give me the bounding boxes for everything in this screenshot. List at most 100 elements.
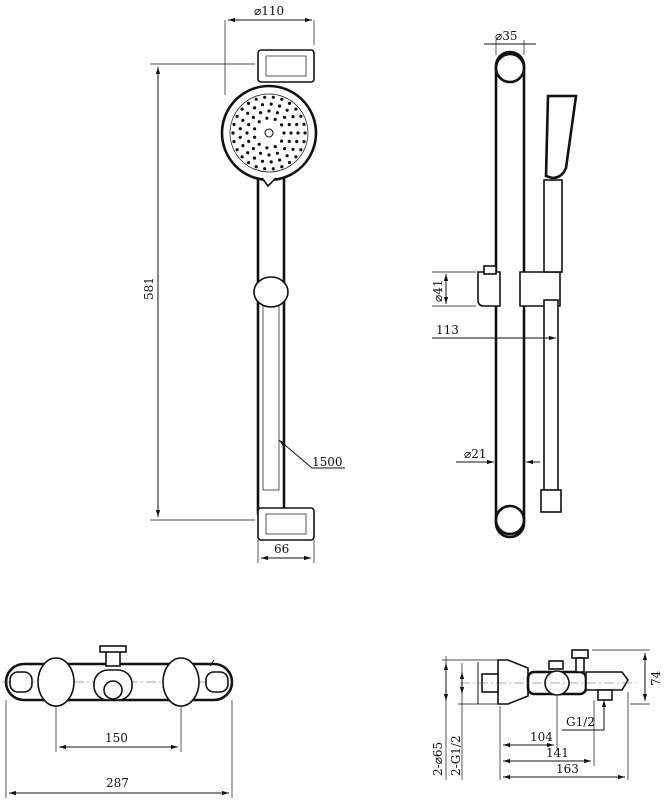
nozzle-dot <box>287 139 291 143</box>
nozzle-dot <box>271 167 275 171</box>
nozzle-dot <box>280 97 284 101</box>
nozzle-dot <box>232 140 236 144</box>
nozzle-dot <box>231 131 235 135</box>
nozzle-dot <box>294 107 298 111</box>
nozzle-dot <box>267 153 271 157</box>
nozzle-dot <box>291 115 295 119</box>
nozzle-dot <box>235 148 239 152</box>
bottom-wall-bracket <box>257 507 315 541</box>
dim-slider-offset: 113 <box>432 323 556 341</box>
nozzle-dot <box>287 101 292 105</box>
nozzle-dot <box>240 155 244 159</box>
mixer-width-label: 287 <box>106 776 129 790</box>
dim-bracket-depth: 66 <box>257 540 315 563</box>
nozzle-dot <box>299 148 303 152</box>
dim-outlet: G1/2 104 141 163 <box>499 692 629 780</box>
nozzle-dot <box>260 159 265 163</box>
nozzle-dot <box>257 120 261 124</box>
inlet-thread-label: 2-G1/2 <box>449 735 463 776</box>
dim-inlet: 2-⌀65 2-G1/2 <box>431 656 500 780</box>
top-wall-bracket <box>257 49 315 83</box>
nozzle-dot <box>275 111 279 115</box>
shower-head <box>220 84 318 188</box>
mixer-front-view <box>2 645 236 707</box>
nozzle-dot <box>267 109 271 113</box>
rail-diameter-label: ⌀35 <box>495 29 518 43</box>
outlet-104-label: 104 <box>530 730 553 744</box>
nozzle-dot <box>275 151 279 155</box>
nozzle-dot <box>303 131 307 135</box>
nozzle-dot <box>263 95 267 99</box>
nozzle-dot <box>246 111 250 115</box>
front-rail <box>256 168 286 522</box>
slider-offset-label: 113 <box>436 323 459 337</box>
nozzle-dot <box>273 117 277 121</box>
slider-diameter-label: ⌀41 <box>431 280 445 303</box>
nozzle-dot <box>278 104 282 108</box>
nozzle-dot <box>280 139 284 143</box>
side-view-shower-set <box>477 50 578 539</box>
nozzle-dot <box>247 139 251 143</box>
nozzle-dot <box>269 102 273 106</box>
nozzle-dot <box>265 146 269 150</box>
nozzle-dot <box>296 131 300 135</box>
dim-rail-diameter: ⌀35 <box>484 29 536 55</box>
nozzle-dot <box>283 147 287 151</box>
dim-head-diameter: ⌀110 <box>224 4 315 95</box>
nozzle-dot <box>246 101 251 105</box>
bracket-depth-label: 66 <box>274 542 289 556</box>
nozzle-dot <box>235 114 239 118</box>
dim-bar-height: 581 <box>142 63 255 521</box>
outlet-141-label: 141 <box>546 746 569 760</box>
dim-pipe-diameter: ⌀21 <box>456 447 540 465</box>
head-diameter-label: ⌀110 <box>254 4 284 18</box>
side-handset <box>544 94 578 180</box>
bar-height-label: 581 <box>142 277 156 300</box>
nozzle-dot <box>295 139 299 144</box>
nozzle-dot <box>260 103 265 107</box>
nozzle-dot <box>253 127 257 131</box>
outlet-163-label: 163 <box>556 762 579 776</box>
nozzle-dot <box>246 161 251 165</box>
nozzle-dot <box>245 131 249 135</box>
nozzle-dot <box>294 155 298 159</box>
nozzle-dot <box>252 156 257 160</box>
nozzle-dot <box>254 165 258 169</box>
hose-length-label: 1500 <box>312 455 343 469</box>
nozzle-dot <box>302 140 306 144</box>
nozzle-dot <box>263 167 267 171</box>
nozzle-dot <box>265 116 269 120</box>
nozzle-dot <box>271 95 275 99</box>
dim-mixer-centers: 150 <box>55 706 182 752</box>
nozzle-dot <box>252 106 257 110</box>
nozzle-dot <box>287 161 292 165</box>
nozzle-dot <box>283 115 287 119</box>
nozzle-dot <box>251 147 255 151</box>
nozzle-dot <box>238 135 242 139</box>
nozzle-dot <box>299 114 303 118</box>
mixer-side-view <box>460 649 636 705</box>
nozzle-dot <box>269 160 273 164</box>
front-slider <box>253 276 289 308</box>
nozzle-dot <box>273 145 277 149</box>
nozzle-dot <box>240 107 244 111</box>
nozzle-dot <box>254 97 258 101</box>
side-hose <box>543 299 559 496</box>
nozzle-dot <box>241 144 245 148</box>
nozzle-dot <box>238 127 242 131</box>
mixer-side-eccentric <box>497 659 529 705</box>
nozzle-dot <box>246 151 250 155</box>
nozzle-dot <box>289 131 293 135</box>
mixer-spout <box>585 671 629 691</box>
nozzle-dot <box>278 158 282 162</box>
nozzle-dot <box>241 118 245 122</box>
dim-mixer-width: 287 <box>5 700 233 798</box>
nozzle-dot <box>280 165 284 169</box>
nozzle-dot <box>280 123 284 127</box>
pipe-diameter-label: ⌀21 <box>464 447 487 461</box>
nozzle-dot <box>295 122 299 127</box>
nozzle-dot <box>251 115 255 119</box>
nozzle-dot <box>282 131 286 135</box>
mixer-centers-label: 150 <box>105 731 128 745</box>
